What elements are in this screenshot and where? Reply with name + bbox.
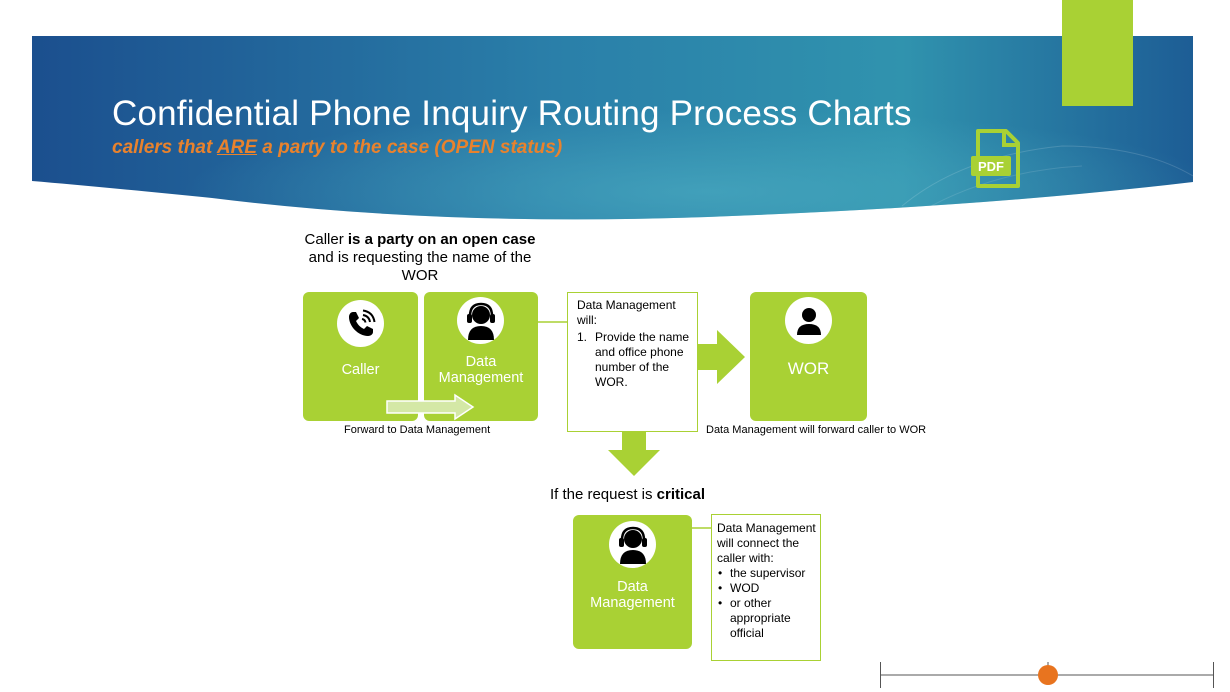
critical-data-management-node: Data Management (573, 515, 692, 649)
pdf-icon[interactable]: PDF (968, 128, 1024, 192)
caller-label: Caller (341, 362, 380, 378)
critical-heading-bold: critical (656, 486, 706, 503)
page-subtitle: callers that ARE a party to the case (OP… (112, 137, 562, 159)
wor-label: WOR (787, 359, 830, 378)
pdf-icon-label: PDF (978, 159, 1004, 174)
critical-heading: If the request is critical (535, 486, 720, 503)
heading-pre: Caller (304, 231, 348, 248)
critical-dm-icon-circle (609, 521, 656, 568)
slide-progress-slider[interactable] (880, 660, 1214, 690)
data-management-node: Data Management (424, 292, 538, 421)
page-title: Confidential Phone Inquiry Routing Proce… (112, 94, 912, 133)
caller-icon-circle (337, 300, 384, 347)
accent-square (1062, 0, 1133, 106)
dm-instructions-box: Data Management will: Provide the name a… (567, 292, 698, 432)
heading-post: and is requesting the name of the WOR (308, 249, 532, 284)
slider-handle[interactable] (1038, 665, 1058, 685)
wor-caption: Data Management will forward caller to W… (706, 424, 927, 436)
critical-bullet-3: or other appropriate official (717, 596, 818, 641)
person-icon (796, 307, 821, 335)
critical-bullet-2: WOD (717, 581, 818, 596)
forward-arrow (386, 393, 475, 421)
dm-instructions-steps: Provide the name and office phone number… (577, 330, 693, 390)
arrow-to-wor (697, 330, 745, 384)
arrow-down (608, 432, 660, 476)
headset-person-icon (466, 302, 495, 340)
dm-label: Data Management (438, 354, 524, 386)
critical-instructions-list: the supervisor WOD or other appropriate … (717, 566, 818, 641)
forward-caption: Forward to Data Management (344, 424, 491, 436)
subtitle-pre: callers that (112, 137, 217, 158)
subtitle-post: a party to the case (OPEN status) (257, 137, 563, 158)
critical-bullet-1: the supervisor (717, 566, 818, 581)
dm-step-1: Provide the name and office phone number… (577, 330, 693, 390)
heading-bold: is a party on an open case (347, 231, 536, 248)
critical-instructions-box: Data Management will connect the caller … (711, 514, 821, 661)
subtitle-emphasis: ARE (216, 137, 258, 158)
caller-node: Caller (303, 292, 418, 421)
critical-heading-pre: If the request is (549, 486, 657, 503)
headset-person-icon (618, 526, 647, 564)
wor-node: WOR (750, 292, 867, 421)
critical-instructions-intro: Data Management will connect the caller … (717, 521, 816, 565)
header-banner (32, 36, 1193, 220)
phone-icon (348, 309, 375, 336)
wor-icon-circle (785, 297, 832, 344)
dm-instructions-intro: Data Management will: (577, 298, 676, 327)
dm-icon-circle (457, 297, 504, 344)
scenario-heading: Caller is a party on an open case and is… (300, 231, 540, 285)
critical-dm-label: Data Management (590, 579, 675, 611)
